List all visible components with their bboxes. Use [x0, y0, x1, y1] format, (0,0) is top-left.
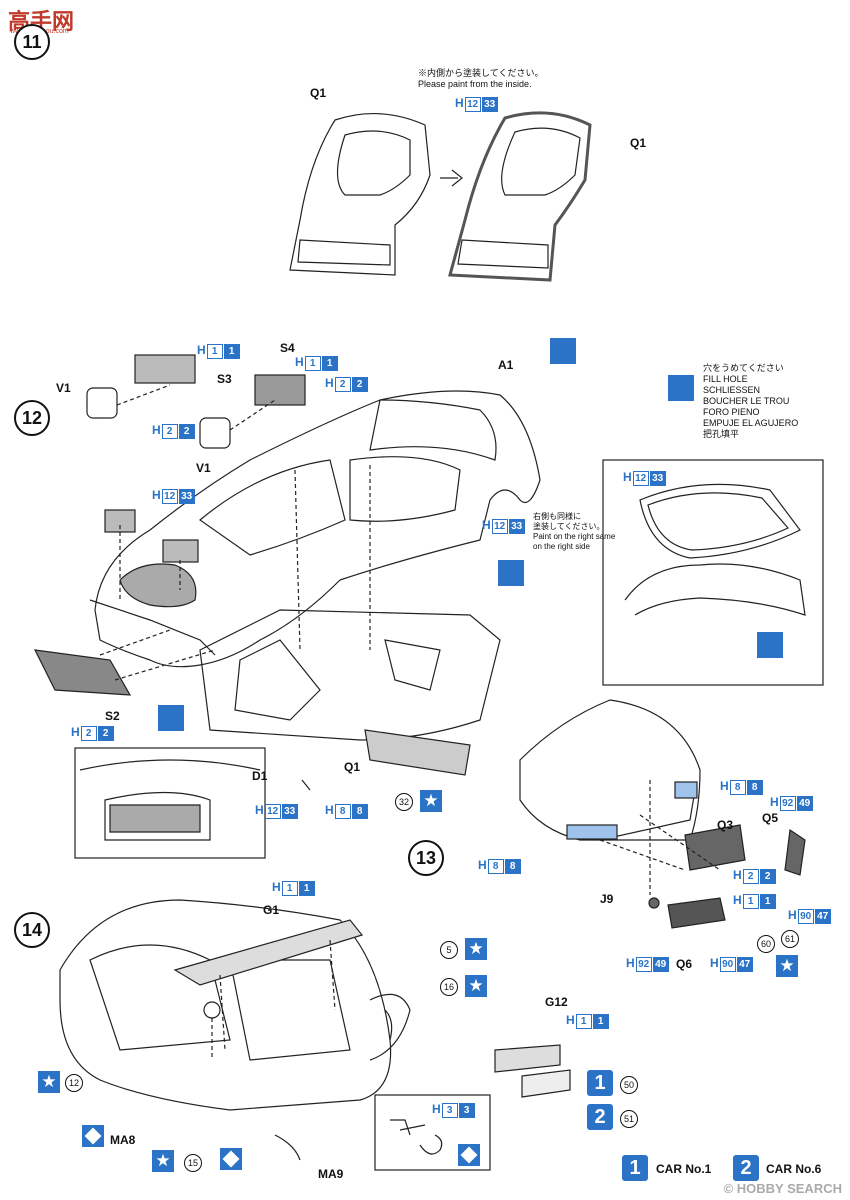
part-label-q1-floor: Q1 [344, 760, 361, 774]
decal-number-12: 12 [65, 1074, 83, 1092]
legend-car-1-label: CAR No.1 [656, 1162, 712, 1176]
part-label-s2: S2 [105, 709, 120, 723]
right-side-note: 右側も同様に 塗装してください。 Paint on the right same… [533, 512, 616, 551]
legend-car-1-icon: 1 [622, 1155, 648, 1181]
star-icon: ★ [420, 790, 442, 812]
decal-number-15: 15 [184, 1154, 202, 1172]
fill-hole-note: 穴をうめてください FILL HOLE SCHLIESSEN BOUCHER L… [703, 363, 799, 439]
decal-icon [498, 560, 524, 586]
part-label-v1-left: V1 [56, 381, 71, 395]
star-icon: ★ [152, 1150, 174, 1172]
part-label-ma9: MA9 [318, 1167, 344, 1181]
step-12-marker: 12 [14, 400, 50, 436]
part-label-s4: S4 [280, 341, 295, 355]
step-11-marker: 11 [14, 24, 50, 60]
step-14-marker: 14 [14, 912, 50, 948]
decal-number-61: 61 [781, 930, 799, 948]
part-label-q6: Q6 [676, 957, 693, 971]
decal-number-51: 51 [620, 1110, 638, 1128]
part-label-q1-painted: Q1 [630, 136, 647, 150]
paint-inside-note: ※内側から塗装してください。 Please paint from the ins… [418, 68, 544, 89]
part-label-g12: G12 [545, 995, 568, 1009]
star-icon: ★ [465, 975, 487, 997]
part-label-a1: A1 [498, 358, 514, 372]
diamond-icon [220, 1148, 242, 1170]
decal-number-60: 60 [757, 935, 775, 953]
part-label-s3: S3 [217, 372, 232, 386]
part-label-q5: Q5 [762, 811, 779, 825]
car-1-icon: 1 [587, 1070, 613, 1096]
diamond-icon [458, 1144, 480, 1166]
part-label-j9: J9 [600, 892, 614, 906]
part-label-q1-plain: Q1 [310, 86, 327, 100]
part-label-q3: Q3 [717, 818, 734, 832]
star-icon: ★ [776, 955, 798, 977]
legend-car-6-icon: 2 [733, 1155, 759, 1181]
legend-car-6-label: CAR No.6 [766, 1162, 822, 1176]
fill-hole-legend-icon [668, 375, 694, 401]
part-label-g1: G1 [263, 903, 280, 917]
decal-number-50: 50 [620, 1076, 638, 1094]
car-6-icon: 2 [587, 1104, 613, 1130]
step-13-marker: 13 [408, 840, 444, 876]
part-label-v1-right: V1 [196, 461, 211, 475]
decal-number-5: 5 [440, 941, 458, 959]
decal-icon [757, 632, 783, 658]
part-label-ma8: MA8 [110, 1133, 136, 1147]
diamond-icon [82, 1125, 104, 1147]
star-icon: ★ [38, 1071, 60, 1093]
decal-number-32: 32 [395, 793, 413, 811]
decal-icon [158, 705, 184, 731]
watermark: © HOBBY SEARCH [723, 1181, 842, 1196]
part-label-d1: D1 [252, 769, 268, 783]
fill-hole-icon [550, 338, 576, 364]
star-icon: ★ [465, 938, 487, 960]
decal-number-16: 16 [440, 978, 458, 996]
